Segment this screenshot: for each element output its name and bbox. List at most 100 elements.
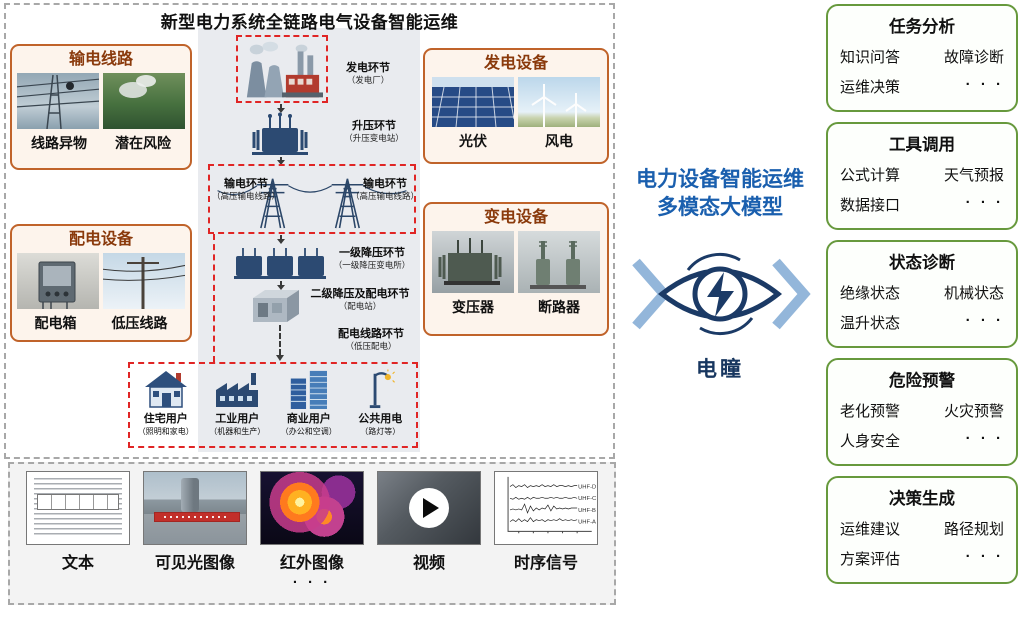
modality-row: 文本 可见光图像 红外图像 视频	[10, 471, 614, 573]
output-item: 火灾预警	[943, 403, 1004, 420]
video-thumbnail	[377, 471, 481, 545]
modality-visible-image: 可见光图像	[143, 471, 247, 573]
output-item: 公式计算	[840, 167, 901, 184]
output-box-danger-warning: 危险预警 老化预警 火灾预警 人身安全 · · ·	[826, 358, 1018, 466]
pole-wires-overlay	[103, 256, 185, 309]
transmission-stage-outline	[208, 164, 416, 234]
label-circuit-breaker: 断路器	[538, 298, 580, 315]
transmission-towers-icon	[217, 178, 407, 229]
factory-icon	[216, 373, 259, 407]
generation-stage-outline	[236, 35, 328, 103]
output-item: 方案评估	[840, 551, 901, 568]
flow-label-distribution-line-main: 配电线路环节	[338, 328, 404, 340]
modality-ellipsis: · · ·	[292, 574, 332, 591]
output-ellipsis: · · ·	[965, 312, 1004, 329]
flow-label-transmission-right-sub: （高压输电线路）	[350, 191, 419, 202]
user-industrial-sub: （机器和生产）	[209, 427, 266, 436]
modality-infrared-label: 红外图像	[279, 555, 344, 572]
office-buildings-icon	[290, 370, 327, 409]
modality-signal-label: 时序信号	[513, 555, 578, 572]
output-title-tool-invocation: 工具调用	[889, 136, 955, 154]
flow-arrow-4	[277, 281, 285, 290]
flow-label-stepdown1-main: 一级降压环节	[339, 247, 405, 259]
label-wind: 风电	[545, 132, 573, 149]
signal-label-uhf-c: UHF-C	[578, 496, 596, 502]
flow-label-transmission-left-main: 输电环节	[224, 178, 268, 190]
text-sample-thumbnail	[26, 471, 130, 545]
potential-risk-photo	[103, 72, 185, 129]
output-item: 老化预警	[840, 403, 901, 420]
flow-arrow-3	[277, 235, 285, 244]
signal-label-uhf-a: UHF-A	[578, 520, 596, 526]
flow-label-transmission-right: 输电环节 （高压输电线路）	[348, 178, 422, 201]
stepup-transformer-icon	[252, 112, 308, 155]
document-table	[37, 494, 119, 510]
signal-label-uhf-b: UHF-B	[578, 508, 596, 514]
flow-label-stepdown2: 二级降压及配电环节 （配电站）	[303, 288, 417, 311]
output-title-decision-generation: 决策生成	[889, 490, 955, 508]
flow-label-generation-main: 发电环节	[346, 62, 390, 74]
modality-text-label: 文本	[61, 555, 94, 572]
flow-label-transmission-left: 输电环节 （高压输电线路）	[209, 178, 283, 201]
flow-label-stepdown2-sub: （配电站）	[338, 301, 382, 312]
output-item: 机械状态	[943, 285, 1004, 302]
eye-lightning-logo	[632, 252, 811, 336]
house-icon	[144, 371, 187, 408]
flow-label-generation-sub: （发电厂）	[346, 75, 390, 86]
main-panel-title: 新型电力系统全链路电气设备智能运维	[160, 13, 459, 32]
power-plant-icon	[246, 41, 323, 98]
infrared-image-thumbnail	[260, 471, 364, 545]
signal-label-uhf-d: UHF-D	[578, 485, 596, 491]
generation-equipment-title: 发电设备	[483, 55, 548, 72]
label-line-foreign-object: 线路异物	[31, 134, 87, 151]
flow-label-transmission-right-main: 输电环节	[363, 178, 407, 190]
equipment-silhouette	[180, 477, 200, 513]
wind-turbines-photo	[518, 76, 600, 127]
output-box-tool-invocation: 工具调用 公式计算 天气预报 数据接口 · · ·	[826, 122, 1018, 230]
substation-equipment-box: 变电设备	[423, 202, 609, 336]
distribution-equipment-box: 配电设备 配电箱 低压线路	[10, 224, 192, 342]
transformer-photo	[432, 230, 514, 293]
user-commercial: 商业用户 （办公和空调）	[274, 369, 344, 437]
output-title-task-analysis: 任务分析	[889, 18, 955, 36]
output-box-condition-diagnosis: 状态诊断 绝缘状态 机械状态 温升状态 · · ·	[826, 240, 1018, 348]
flow-label-stepup-sub: （升压变电站）	[344, 133, 404, 144]
output-item: 知识问答	[840, 49, 901, 66]
flow-label-stepdown1-sub: （一级降压变电所）	[333, 260, 411, 271]
user-commercial-label: 商业用户	[286, 413, 331, 425]
user-public: 公共用电 （路灯等）	[345, 369, 415, 437]
flow-label-stepup-main: 升压环节	[352, 120, 396, 132]
output-item: 数据接口	[840, 197, 901, 214]
line-foreign-object-photo	[17, 72, 99, 129]
user-residential: 住宅用户 （照明和家电）	[131, 369, 201, 437]
label-transformer: 变压器	[452, 298, 494, 315]
solar-grid-overlay	[432, 86, 514, 127]
output-box-task-analysis: 任务分析 知识问答 故障诊断 运维决策 · · ·	[826, 4, 1018, 112]
modality-visible-label: 可见光图像	[154, 555, 235, 572]
label-low-voltage-line: 低压线路	[111, 314, 168, 331]
output-ellipsis: · · ·	[965, 430, 1004, 447]
flow-label-distribution-line-sub: （低压配电）	[345, 341, 397, 352]
users-stage-outline: 住宅用户 （照明和家电） 工业用户 （机器和生产） 商业用户	[128, 362, 418, 448]
model-title: 电力设备智能运维 多模态大模型	[616, 166, 824, 221]
modality-video: 视频	[377, 471, 481, 573]
model-title-line1: 电力设备智能运维	[636, 168, 804, 191]
streetlight-icon	[369, 369, 395, 409]
transmission-lines-box: 输电线路 线路异物 潜在风险	[10, 44, 192, 170]
output-title-danger-warning: 危险预警	[889, 372, 955, 390]
wind-turbine-overlay	[531, 83, 587, 127]
flow-label-stepdown2-main: 二级降压及配电环节	[310, 288, 410, 300]
output-item: 天气预报	[943, 167, 1004, 184]
output-ellipsis: · · ·	[965, 76, 1004, 93]
output-item: 运维建议	[840, 521, 901, 538]
low-voltage-line-photo	[103, 252, 185, 309]
distribution-equipment-title: 配电设备	[68, 231, 133, 248]
solar-pv-photo	[432, 76, 514, 127]
red-dashed-connector	[213, 234, 215, 362]
flow-dashed-connector	[279, 325, 281, 355]
user-public-label: 公共用电	[358, 413, 403, 425]
modality-infrared: 红外图像	[260, 471, 364, 573]
transformer-overlay	[438, 237, 502, 285]
flow-label-generation: 发电环节 （发电厂）	[330, 62, 406, 85]
flow-dashed-arrowhead	[276, 355, 284, 361]
